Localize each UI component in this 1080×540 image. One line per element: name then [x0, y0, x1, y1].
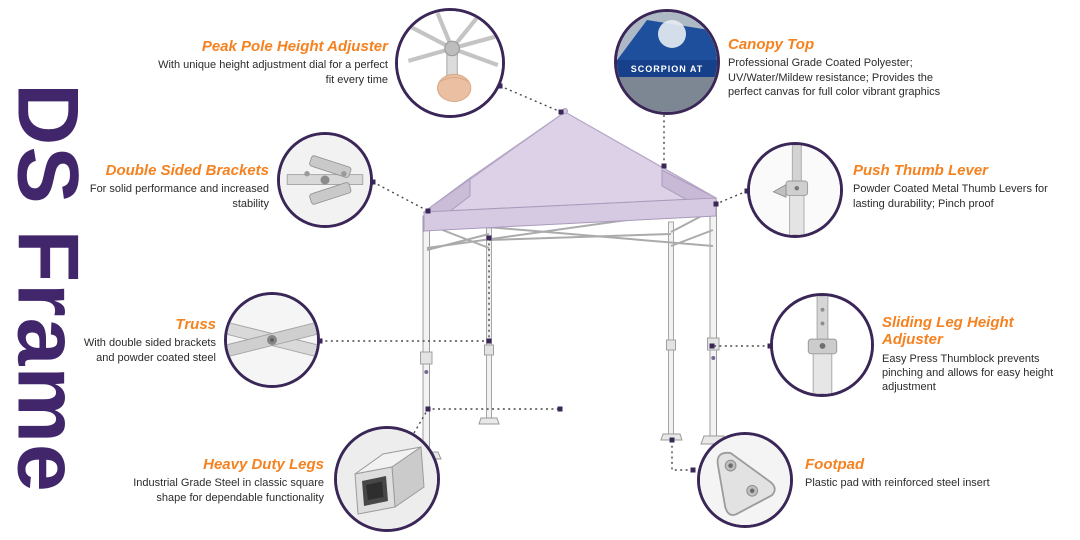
callout-desc: With double sided brackets and powder co… [83, 337, 216, 364]
callout-title: Footpad [805, 456, 865, 473]
callout-heavy-duty-legs: Heavy Duty Legs Industrial Grade Steel i… [104, 456, 324, 505]
callout-title: Peak Pole Height Adjuster [201, 38, 388, 55]
footpad-back-left [478, 417, 500, 425]
callout-desc: With unique height adjustment dial for a… [158, 59, 388, 86]
callout-desc: Plastic pad with reinforced steel insert [805, 477, 990, 490]
brackets-icon [280, 135, 370, 225]
double-sided-brackets-photo [277, 132, 373, 228]
connector-push-thumb-lever [713, 188, 750, 207]
canopy-top-icon: SCORPION AT [617, 12, 717, 112]
callout-sliding-leg-height-adjuster: Sliding Leg Height Adjuster Easy Press T… [882, 314, 1078, 394]
connector-truss [317, 235, 492, 344]
footpad-photo [697, 432, 793, 528]
truss-icon [227, 295, 317, 385]
callout-title: Push Thumb Lever [853, 162, 989, 179]
truss-photo [224, 292, 320, 388]
connector-heavy-duty-legs [413, 406, 563, 434]
footpad-icon [700, 435, 790, 525]
heavy-duty-legs-photo [334, 426, 440, 532]
thumb-lever-icon [750, 145, 840, 235]
callout-double-sided-brackets: Double Sided Brackets For solid performa… [64, 162, 269, 211]
callout-title: Sliding Leg Height Adjuster [882, 314, 1014, 349]
footpad-back-right [660, 433, 683, 441]
leg-adjuster-icon [773, 296, 871, 394]
peak-pole-photo [395, 8, 505, 118]
connector-footpad [669, 437, 696, 473]
connector-canopy-top [661, 115, 667, 169]
callout-title: Double Sided Brackets [105, 162, 269, 179]
canopy-photo-text: SCORPION AT [631, 64, 704, 74]
callout-peak-pole-height-adjuster: Peak Pole Height Adjuster With unique he… [158, 38, 388, 87]
tent-frame [412, 200, 728, 460]
push-thumb-lever-photo [747, 142, 843, 238]
callout-desc: Powder Coated Metal Thumb Levers for las… [853, 183, 1048, 210]
callout-title: Heavy Duty Legs [203, 456, 324, 473]
callout-push-thumb-lever: Push Thumb Lever Powder Coated Metal Thu… [853, 162, 1075, 211]
canopy-top-photo: SCORPION AT [614, 9, 720, 115]
callout-truss: Truss With double sided brackets and pow… [66, 316, 216, 365]
callout-title: Truss [175, 316, 216, 333]
tent-canopy [422, 108, 718, 233]
peak-pole-icon [398, 11, 502, 115]
callout-desc: For solid performance and increased stab… [89, 183, 269, 210]
sliding-leg-adjuster-photo [770, 293, 874, 397]
callout-canopy-top: Canopy Top Professional Grade Coated Pol… [728, 36, 953, 99]
callout-desc: Industrial Grade Steel in classic square… [133, 477, 324, 504]
callout-desc: Professional Grade Coated Polyester; UV/… [728, 57, 941, 98]
callout-title: Canopy Top [728, 36, 815, 53]
square-leg-icon [337, 429, 437, 529]
callout-desc: Easy Press Thumblock prevents pinching a… [882, 352, 1054, 394]
connector-double-sided-brackets [370, 179, 431, 214]
callout-footpad: Footpad Plastic pad with reinforced stee… [805, 456, 1020, 491]
connector-peak-pole [497, 83, 564, 115]
